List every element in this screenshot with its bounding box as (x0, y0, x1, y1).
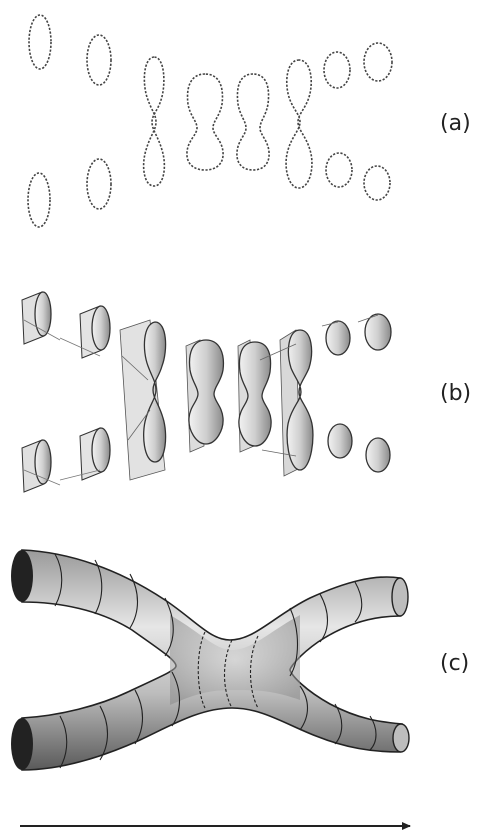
segment-2-bottom (60, 428, 110, 480)
tube-end-right-top (392, 578, 408, 616)
contour-slice-2-bottom (87, 159, 111, 209)
segment-2-top (60, 306, 110, 358)
tube-end-right-bottom (393, 724, 409, 752)
contour-slice-7b-bottom (364, 166, 390, 200)
contour-slice-2-top (87, 35, 111, 85)
segment-7b-top (358, 314, 391, 350)
contour-slice-7a-bottom (326, 153, 352, 187)
contour-slice-6-figure-eight (286, 60, 312, 188)
contour-slice-1-top (29, 15, 51, 69)
panel-label-b: (b) (440, 381, 471, 406)
segment-7a-bottom (328, 424, 352, 458)
panel-a-contours (28, 15, 392, 227)
segment-4-peanut (186, 340, 223, 452)
panel-b-segments (22, 292, 391, 492)
segment-7a-top (322, 321, 350, 355)
contour-slice-5-peanut (237, 74, 269, 170)
segment-5-peanut (238, 340, 271, 452)
segment-7b-bottom (366, 438, 390, 472)
tube-end-left-top (11, 550, 33, 602)
contour-slice-3-figure-eight (144, 57, 165, 186)
panel-label-a: (a) (440, 111, 471, 136)
contour-slice-4-peanut (187, 74, 223, 170)
tube-end-left-bottom (11, 718, 33, 770)
segment-1-bottom (22, 440, 60, 492)
panel-label-c: (c) (440, 651, 469, 676)
segment-3-figure-eight (120, 320, 166, 480)
segment-1-top (22, 292, 60, 344)
contour-slice-7a-top (324, 52, 350, 88)
contour-slice-1-bottom (28, 173, 50, 227)
panel-c-branching-tube (11, 550, 409, 770)
contour-slice-7b-top (364, 43, 392, 81)
